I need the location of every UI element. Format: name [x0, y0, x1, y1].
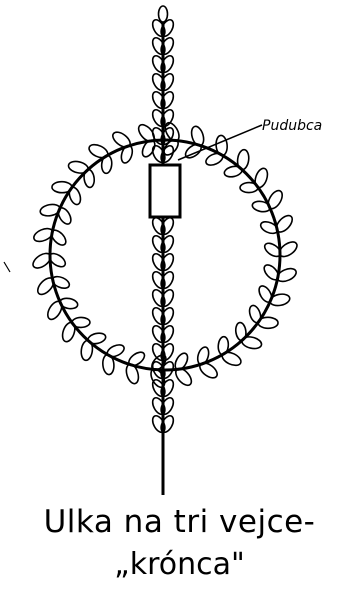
wreath-leaf [183, 142, 203, 161]
stem-leaf [150, 252, 167, 273]
wreath-leaf [83, 169, 95, 188]
stem-leaf [159, 72, 176, 93]
stem-leaf [150, 36, 167, 57]
stem-leaf [159, 342, 176, 363]
stem-leaf [150, 288, 167, 309]
pudubca-rectangle [150, 165, 180, 217]
stem-leaf [150, 90, 167, 111]
stem-leaf [150, 72, 167, 93]
wreath-leaf [72, 317, 90, 327]
pudubca-label: Pudubca [262, 118, 322, 134]
caption-line-1: Ulka na tri vejce- [0, 504, 359, 540]
wreath-leaf [223, 165, 243, 179]
caption-line-2: „krónca" [0, 547, 359, 582]
stem-leaf [159, 36, 176, 57]
stem-leaf [159, 144, 176, 165]
stem-leaf [150, 234, 167, 255]
wreath-leaf [56, 206, 74, 227]
wreath-leaf [257, 284, 275, 305]
leaf-group [4, 6, 300, 434]
wreath-leaf [220, 350, 243, 368]
wreath-leaf [235, 322, 247, 341]
stem-leaf [150, 216, 167, 237]
wreath-leaf [204, 151, 225, 168]
stem-leaf [150, 396, 167, 417]
stem-leaf [159, 252, 176, 273]
stem-leaf [150, 270, 167, 291]
stem-leaf [150, 414, 167, 435]
stem-leaf [159, 414, 176, 435]
wreath-leaf [60, 321, 77, 343]
wreath-leaf [247, 304, 262, 324]
wreath-leaf [253, 167, 270, 189]
wreath-leaf [67, 160, 89, 175]
wreath-leaf [87, 332, 107, 346]
wreath-leaf [67, 186, 82, 206]
stem-leaf [150, 54, 167, 75]
stray-mark [4, 262, 10, 272]
wreath-leaf [87, 142, 110, 160]
wreath-leaf [240, 182, 258, 192]
wreath-leaf [241, 335, 263, 350]
stem-leaf [159, 396, 176, 417]
stem-leaf [150, 342, 167, 363]
stem-leaf [159, 6, 168, 22]
stem-leaf [159, 288, 176, 309]
stem-leaf [159, 90, 176, 111]
wreath-leaf [105, 342, 126, 359]
wreath-leaf [126, 350, 146, 369]
stem-leaf [159, 324, 176, 345]
stem-leaf [159, 270, 176, 291]
stem-leaf [159, 216, 176, 237]
stem-leaf [150, 324, 167, 345]
stem-leaf [159, 306, 176, 327]
stem-leaf [159, 54, 176, 75]
stem-leaf [159, 234, 176, 255]
stem-leaf [150, 306, 167, 327]
